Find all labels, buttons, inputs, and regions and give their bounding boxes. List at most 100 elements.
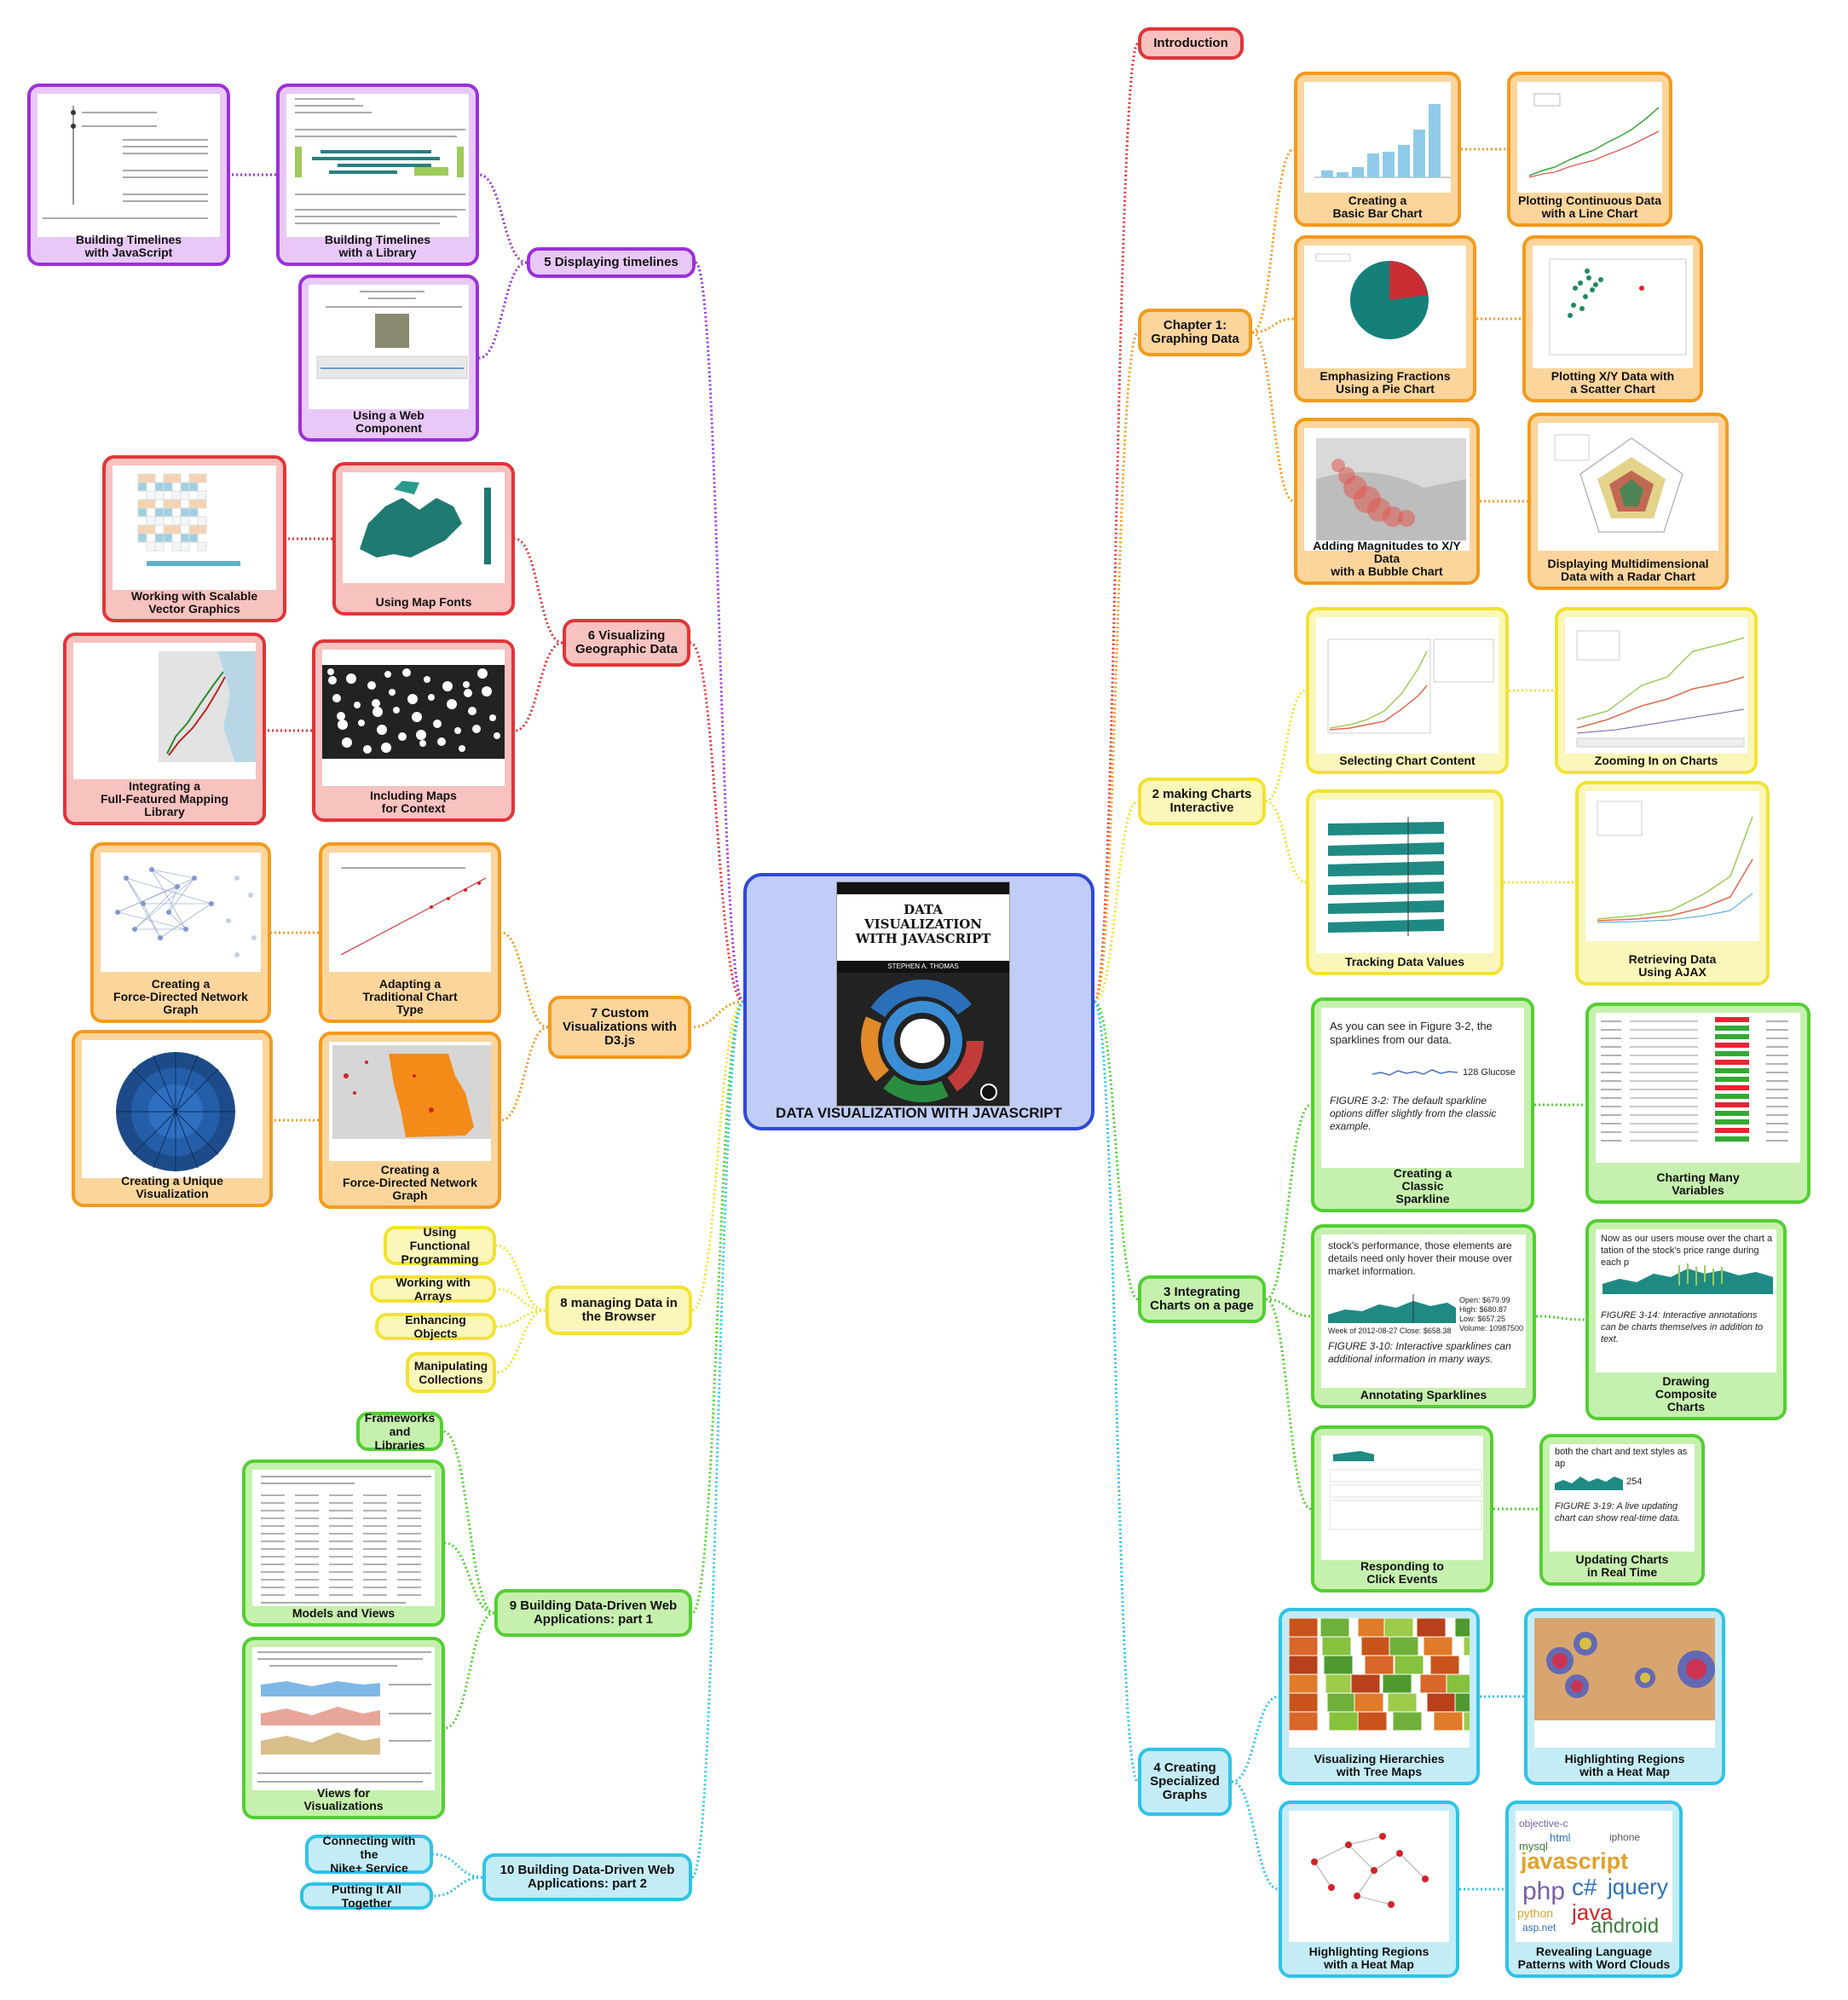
chapter-5-timelines[interactable]: 5 Displaying timelines [527,247,696,278]
topic-frameworks-libraries[interactable]: Frameworks and Libraries [356,1411,443,1452]
topic-force-directed-graph[interactable]: Creating a Force-Directed Network Graph [90,842,271,1023]
realtime-chart-snippet: both the chart and text styles as ap 254… [1550,1444,1695,1552]
topic-caption: Using a Web Component [353,408,424,435]
topic-maps-for-context[interactable]: Including Maps for Context [312,639,515,822]
connector-line [478,173,528,264]
chapter-3-integrating-charts[interactable]: 3 Integrating Charts on a page [1138,1275,1266,1323]
topic-classic-sparkline[interactable]: As you can see in Figure 3-2, the sparkl… [1311,997,1534,1212]
leaflet-map-thumbnail [73,643,256,779]
chapter-1-graphing-data[interactable]: Chapter 1: Graphing Data [1138,309,1252,356]
topic-annotating-sparklines[interactable]: stock's performance, those elements are … [1311,1224,1536,1408]
composite-chart-graphic [1603,1263,1773,1294]
topic-caption: Tracking Data Values [1344,955,1465,968]
topic-putting-it-together[interactable]: Putting It All Together [300,1882,433,1910]
topic-caption: Displaying Multidimensional Data with a … [1547,557,1709,583]
topic-caption: Visualizing Hierarchies with Tree Maps [1314,1752,1445,1778]
annotated-sparkline-graphic [1328,1294,1456,1323]
word-cloud-word: jquery [1608,1874,1668,1899]
central-topic[interactable]: DATA VISUALIZATION WITH JAVASCRIPT STEPH… [743,873,1094,1130]
topic-updating-charts-real-time[interactable]: both the chart and text styles as ap 254… [1539,1434,1705,1586]
connector-line [478,261,528,360]
topic-pie-chart[interactable]: Emphasizing Fractions Using a Pie Chart [1294,235,1476,402]
topic-scalable-vector-graphics[interactable]: Working with Scalable Vector Graphics [102,455,286,622]
bubble-chart-thumbnail [1304,428,1470,551]
book-cover-author: STEPHEN A. THOMAS [837,961,1009,973]
topic-bubble-chart[interactable]: Adding Magnitudes to X/Y Data with a Bub… [1294,418,1480,585]
sparkline-value: 128 Glucose [1463,1067,1516,1078]
timeline-library-thumbnail [286,94,469,237]
topic-full-featured-mapping[interactable]: Integrating a Full-Featured Mapping Libr… [63,633,266,825]
topic-line-chart[interactable]: Plotting Continuous Data with a Line Cha… [1507,72,1672,227]
chapter-8-managing-data[interactable]: 8 managing Data in the Browser [546,1286,692,1335]
topic-caption: Highlighting Regions with a Heat Map [1308,1945,1429,1971]
chapter-introduction[interactable]: Introduction [1138,27,1244,60]
topic-unique-visualization[interactable]: Creating a Unique Visualization [72,1030,273,1207]
bar-chart-thumbnail [1304,82,1451,193]
word-cloud-word: java [1572,1899,1613,1925]
topic-word-clouds[interactable]: objective-c html mysql iphone javascript… [1505,1801,1683,1978]
connector-line [495,1244,546,1312]
topic-views-for-visualizations[interactable]: Views for Visualizations [242,1637,445,1819]
topic-force-directed-graph-map[interactable]: Creating a Force-Directed Network Graph [319,1032,501,1209]
topic-timelines-library[interactable]: Building Timelines with a Library [276,84,479,266]
topic-caption: Drawing Composite Charts [1655,1374,1718,1413]
topic-functional-programming[interactable]: Using Functional Programming [384,1225,496,1266]
topic-zooming-charts[interactable]: Zooming In on Charts [1555,607,1758,774]
topic-retrieving-data-ajax[interactable]: Retrieving Data Using AJAX [1575,781,1770,986]
word-cloud-word: android [1591,1915,1660,1938]
topic-working-with-arrays[interactable]: Working with Arrays [370,1275,496,1303]
connector-line [1231,1780,1279,1891]
network-graph-thumbnail [1289,1811,1449,1942]
topic-manipulating-collections[interactable]: Manipulating Collections [406,1352,496,1393]
topic-selecting-chart-content[interactable]: Selecting Chart Content [1306,607,1509,774]
topic-caption: Updating Charts in Real Time [1575,1552,1669,1579]
chapter-6-geographic-data[interactable]: 6 Visualizing Geographic Data [563,619,690,667]
topic-heat-map[interactable]: Highlighting Regions with a Heat Map [1524,1608,1725,1785]
topic-caption: Using Map Fonts [375,595,472,609]
chapter-4-specialized-graphs[interactable]: 4 Creating Specialized Graphs [1138,1748,1232,1816]
topic-web-component[interactable]: Using a Web Component [298,275,479,442]
chapter-10-web-apps-part-2[interactable]: 10 Building Data-Driven Web Applications… [482,1853,692,1901]
topic-scatter-chart[interactable]: Plotting X/Y Data with a Scatter Chart [1522,235,1703,402]
chapter-7-d3-visualizations[interactable]: 7 Custom Visualizations with D3.js [548,996,691,1059]
annotation-values: Open: $679.99 High: $680.87 Low: $657.25… [1459,1296,1524,1332]
topic-network-heat-map[interactable]: Highlighting Regions with a Heat Map [1279,1801,1459,1978]
topic-map-fonts[interactable]: Using Map Fonts [332,462,515,616]
topic-caption: Including Maps for Context [370,789,457,815]
connector-line [495,1287,546,1312]
topic-caption: Creating a Unique Visualization [121,1174,223,1200]
word-cloud-word: python [1517,1906,1554,1920]
topic-responding-click-events[interactable]: Responding to Click Events [1311,1425,1493,1592]
snippet-text: both the chart and text styles as ap [1555,1447,1688,1469]
treemap-thumbnail [1289,1618,1470,1748]
table-thumbnail-graphic [1601,1017,1788,1142]
topic-drawing-composite-charts[interactable]: Now as our users mouse over the chart a … [1585,1219,1787,1420]
connector-line [514,537,563,645]
chapter-2-interactive-charts[interactable]: 2 making Charts Interactive [1138,777,1266,825]
topic-tracking-data-values[interactable]: Tracking Data Values [1306,789,1504,975]
topic-adapting-traditional-chart[interactable]: Adapting a Traditional Chart Type [319,842,501,1023]
topic-enhancing-objects[interactable]: Enhancing Objects [375,1313,496,1340]
word-cloud-word: mysql [1519,1840,1548,1853]
connector-line [514,641,563,732]
topic-tree-maps[interactable]: Visualizing Hierarchies with Tree Maps [1279,1608,1480,1785]
topic-nike-service[interactable]: Connecting with the Nike+ Service [305,1834,433,1875]
connector-line [444,1611,495,1730]
topic-basic-bar-chart[interactable]: Creating a Basic Bar Chart [1294,72,1461,227]
chapter-9-web-apps-part-1[interactable]: 9 Building Data-Driven Web Applications:… [494,1589,692,1637]
topic-timelines-javascript[interactable]: Building Timelines with JavaScript [27,84,230,266]
connector-line [1251,147,1295,334]
connector-line [1535,1315,1586,1321]
topic-models-and-views[interactable]: Models and Views [242,1460,445,1627]
topic-caption: Building Timelines with a Library [324,233,431,259]
connector-line [1231,1695,1279,1783]
connector-line [500,931,549,1029]
topic-charting-many-variables[interactable]: Charting Many Variables [1585,1003,1810,1204]
timeline-js-thumbnail [38,94,220,237]
topic-caption: Annotating Sparklines [1360,1388,1487,1402]
topic-radar-chart[interactable]: Displaying Multidimensional Data with a … [1527,413,1729,590]
connector-line [690,1000,745,1879]
web-component-thumbnail [309,285,469,409]
connector-line [1093,331,1140,1003]
